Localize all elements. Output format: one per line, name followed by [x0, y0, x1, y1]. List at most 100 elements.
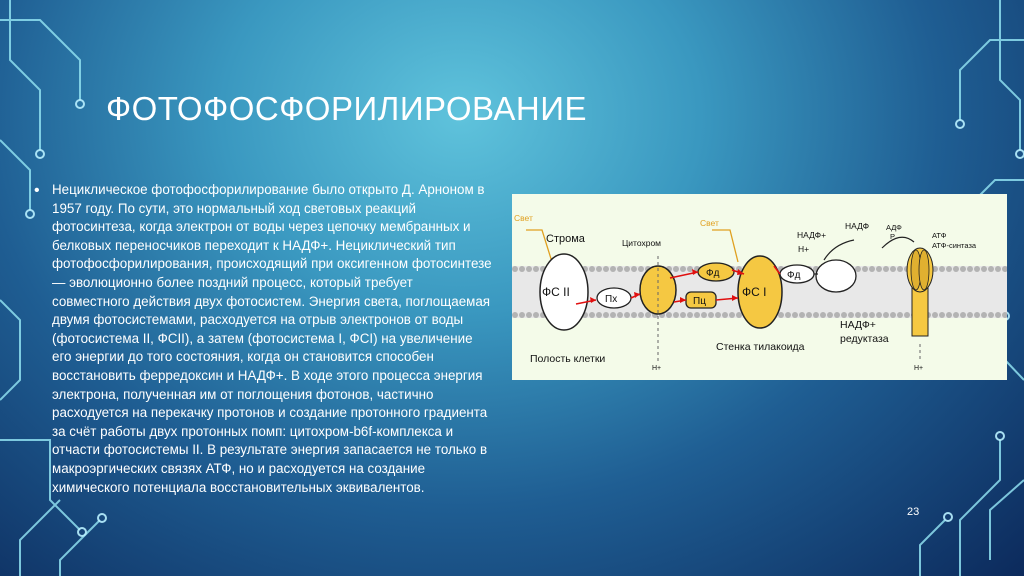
- nadp-plus-label: НАДФ+: [797, 230, 826, 240]
- lipid-head: [806, 312, 812, 318]
- fd-label-2: Фд: [787, 270, 801, 281]
- lipid-head: [974, 312, 980, 318]
- cell-cavity-label: Полость клетки: [530, 353, 605, 365]
- lipid-head: [883, 266, 889, 272]
- lipid-head: [897, 266, 903, 272]
- lipid-head: [589, 266, 595, 272]
- lipid-head: [673, 266, 679, 272]
- lipid-head: [841, 312, 847, 318]
- thylakoid-wall-label: Стенка тилакоида: [716, 341, 805, 353]
- lipid-head: [722, 312, 728, 318]
- lipid-head: [932, 312, 938, 318]
- lipid-head: [715, 312, 721, 318]
- lipid-head: [995, 312, 1001, 318]
- lipid-head: [638, 266, 644, 272]
- lipid-head: [512, 266, 518, 272]
- light-arrow-1: [526, 229, 553, 263]
- ps2-complex: [539, 253, 589, 331]
- ps1-label: ФС I: [742, 285, 766, 299]
- light-arrow-2: [712, 229, 739, 263]
- lipid-head: [645, 312, 651, 318]
- lipid-head: [638, 312, 644, 318]
- lipid-head: [673, 312, 679, 318]
- lipid-head: [855, 312, 861, 318]
- lipid-head: [939, 312, 945, 318]
- lipid-head: [631, 266, 637, 272]
- lipid-head: [946, 312, 952, 318]
- lipid-head: [519, 266, 525, 272]
- px-label: Пх: [605, 294, 617, 305]
- lipid-head: [1002, 312, 1008, 318]
- lipid-head: [960, 312, 966, 318]
- p-label: Р: [890, 232, 895, 241]
- lipid-head: [897, 312, 903, 318]
- lipid-head: [827, 312, 833, 318]
- lipid-head: [848, 312, 854, 318]
- lipid-head: [526, 266, 532, 272]
- lipid-head: [834, 312, 840, 318]
- light-label-2: Свет: [700, 218, 719, 228]
- lipid-head: [680, 266, 686, 272]
- lipid-head: [785, 312, 791, 318]
- slide-title: ФОТОФОСФОРИЛИРОВАНИЕ: [106, 90, 587, 127]
- lipid-head: [988, 266, 994, 272]
- ps2-label: ФС II: [542, 285, 570, 299]
- atp-label: АТФ: [932, 231, 947, 240]
- lipid-head: [631, 312, 637, 318]
- adp-label: АДФ: [886, 223, 902, 232]
- lipid-head: [512, 312, 518, 318]
- lipid-head: [526, 312, 532, 318]
- h-plus-bottom-label-2: H+: [914, 365, 923, 372]
- lipid-head: [974, 266, 980, 272]
- lipid-head: [946, 266, 952, 272]
- lipid-head: [876, 312, 882, 318]
- lipid-head: [890, 266, 896, 272]
- lipid-head: [519, 312, 525, 318]
- lipid-head: [610, 312, 616, 318]
- lipid-head: [736, 266, 742, 272]
- lipid-head: [617, 312, 623, 318]
- lipid-head: [1002, 266, 1008, 272]
- lipid-head: [533, 312, 539, 318]
- lipid-head: [610, 266, 616, 272]
- lipid-head: [617, 266, 623, 272]
- atp-synthase-label: АТФ-синтаза: [932, 241, 977, 250]
- lipid-head: [736, 312, 742, 318]
- lipid-head: [869, 312, 875, 318]
- lipid-head: [799, 312, 805, 318]
- ps1-complex: [737, 255, 783, 329]
- lipid-head: [876, 266, 882, 272]
- nadph-label: НАДФ: [845, 221, 869, 231]
- lipid-head: [981, 312, 987, 318]
- lipid-head: [778, 312, 784, 318]
- lipid-head: [533, 266, 539, 272]
- h-plus-top-label: H+: [798, 244, 809, 254]
- lipid-head: [883, 312, 889, 318]
- nadp-reductase-label-2: редуктаза: [840, 333, 889, 345]
- lipid-head: [904, 312, 910, 318]
- lipid-head: [687, 266, 693, 272]
- nadp-reductase-label-1: НАДФ+: [840, 319, 876, 331]
- lipid-head: [603, 266, 609, 272]
- nadp-reductase: [815, 259, 857, 293]
- lipid-head: [708, 312, 714, 318]
- lipid-head: [967, 266, 973, 272]
- lipid-head: [624, 266, 630, 272]
- lipid-head: [596, 312, 602, 318]
- lipid-head: [960, 266, 966, 272]
- lipid-head: [988, 312, 994, 318]
- lipid-head: [624, 312, 630, 318]
- lipid-head: [862, 266, 868, 272]
- lipid-head: [813, 312, 819, 318]
- bullet-marker: •: [34, 182, 40, 199]
- lipid-head: [589, 312, 595, 318]
- lipid-head: [967, 312, 973, 318]
- light-label-1: Свет: [514, 213, 533, 223]
- lipid-head: [869, 266, 875, 272]
- lipid-head: [680, 312, 686, 318]
- lipid-head: [596, 266, 602, 272]
- lipid-head: [701, 312, 707, 318]
- cytochrome-label: Цитохром: [622, 238, 661, 248]
- lipid-head: [855, 266, 861, 272]
- lipid-head: [603, 312, 609, 318]
